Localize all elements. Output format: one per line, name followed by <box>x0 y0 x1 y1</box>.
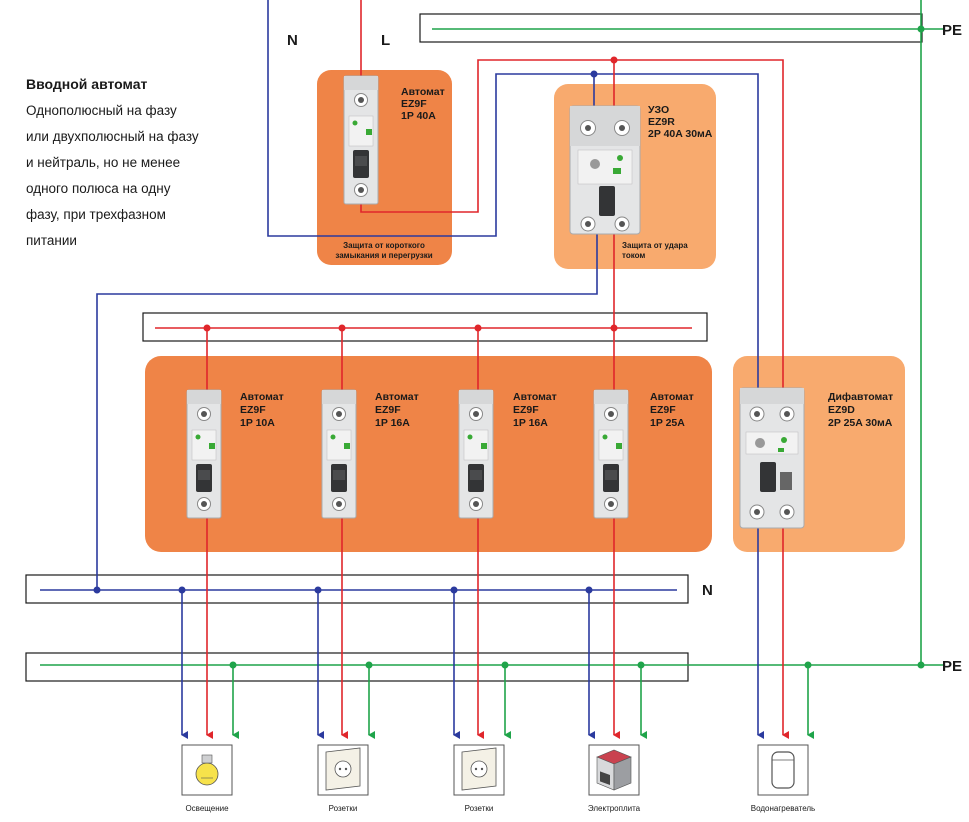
main-breaker-label: EZ9F <box>401 98 427 110</box>
neutral-wires <box>40 0 764 739</box>
rcbo-label: 2P 25A 30мА <box>828 417 893 429</box>
intro-line: и нейтраль, но не менее <box>26 155 180 170</box>
rcd-caption: током <box>622 251 645 260</box>
pe-top-label: PE <box>942 22 962 39</box>
breaker-2-label: 1P 16A <box>375 417 410 429</box>
breaker-2-device <box>321 389 357 519</box>
rcbo-label: EZ9D <box>828 404 855 416</box>
earth-wires <box>40 0 944 739</box>
light-bulb-icon <box>181 744 233 796</box>
neutral-junctions <box>93 70 598 594</box>
breaker-4-label: 1P 25A <box>650 417 685 429</box>
intro-line: Однополюсный на фазу <box>26 103 177 118</box>
group-breakers-box <box>145 356 712 552</box>
consumer-label: Электроплита <box>588 804 641 813</box>
breaker-2-label: Автомат <box>375 391 419 403</box>
socket-icon <box>453 744 505 796</box>
rcbo-device <box>739 387 805 529</box>
intro-line: одного полюса на одну <box>26 181 171 196</box>
breaker-3-label: EZ9F <box>513 404 539 416</box>
earth-junctions <box>229 25 925 669</box>
intro-line: или двухполюсный на фазу <box>26 129 199 144</box>
intro-line: питании <box>26 233 77 248</box>
rcd-device <box>569 105 641 235</box>
phase-bus <box>142 312 708 342</box>
breaker-3-label: 1P 16A <box>513 417 548 429</box>
water-heater-icon <box>757 744 809 796</box>
intro-title: Вводной автомат <box>26 76 147 92</box>
stove-icon <box>588 744 640 796</box>
neutral-conductor-label: N <box>287 32 298 49</box>
consumer-label: Розетки <box>465 804 494 813</box>
breaker-3-device <box>458 389 494 519</box>
breaker-4-device <box>593 389 629 519</box>
main-breaker-device <box>343 75 379 205</box>
consumer-label: Освещение <box>185 804 229 813</box>
consumer-label: Водонагреватель <box>751 804 815 813</box>
breaker-1-label: 1P 10A <box>240 417 275 429</box>
main-breaker-label: Автомат <box>401 86 445 98</box>
neutral-bus <box>25 574 689 604</box>
main-breaker-caption: Защита от короткого <box>343 241 425 250</box>
intro-line: фазу, при трехфазном <box>26 207 166 222</box>
rcd-label: EZ9R <box>648 116 675 128</box>
breaker-3-label: Автомат <box>513 391 557 403</box>
phase-wires <box>155 0 789 739</box>
phase-junctions <box>203 56 618 332</box>
rcd-label: 2P 40A 30мА <box>648 128 713 140</box>
pe-bottom-label: PE <box>942 658 962 675</box>
socket-icon <box>317 744 369 796</box>
phase-conductor-label: L <box>381 32 390 49</box>
breaker-1-device <box>186 389 222 519</box>
consumer-label: Розетки <box>329 804 358 813</box>
breaker-1-label: EZ9F <box>240 404 266 416</box>
pe-bus-bottom <box>25 652 689 682</box>
rcbo-label: Дифавтомат <box>828 391 893 403</box>
main-breaker-label: 1P 40A <box>401 110 436 122</box>
breaker-2-label: EZ9F <box>375 404 401 416</box>
breaker-1-label: Автомат <box>240 391 284 403</box>
rcd-caption: Защита от удара <box>622 241 688 250</box>
main-breaker-caption: замыкания и перегрузки <box>335 251 432 260</box>
breaker-4-label: EZ9F <box>650 404 676 416</box>
pe-bus-top <box>419 13 923 43</box>
rcd-label: УЗО <box>648 104 669 116</box>
breaker-4-label: Автомат <box>650 391 694 403</box>
neutral-bus-label: N <box>702 582 713 599</box>
